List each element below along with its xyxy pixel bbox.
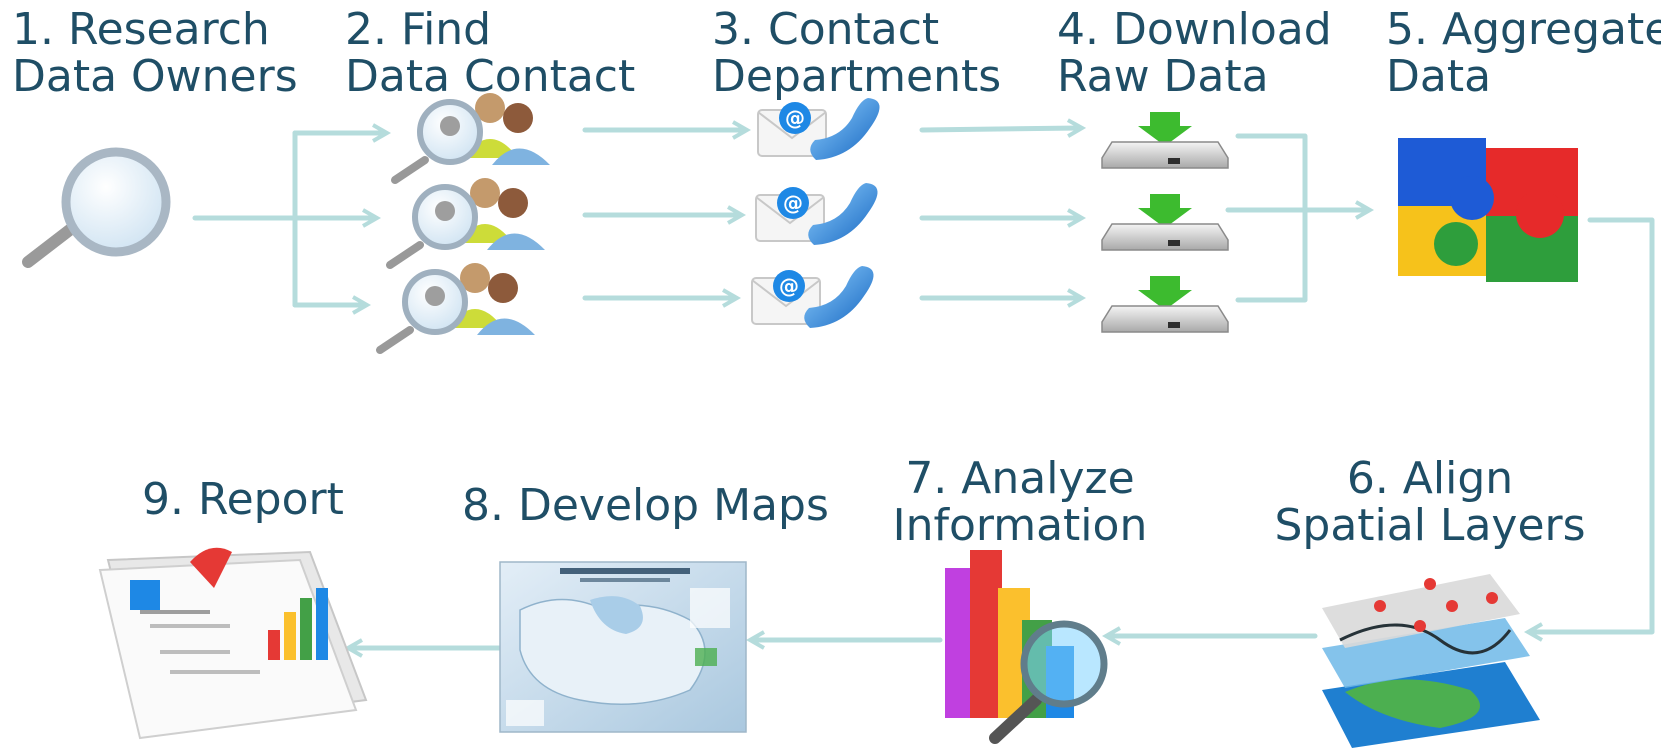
- report-document-icon: [98, 547, 368, 740]
- step-8-line-1: 8. Develop Maps: [462, 480, 829, 531]
- arrow-4-merge: [1235, 133, 1308, 303]
- step-2-line-1: 2. Find: [345, 4, 492, 55]
- arrow-5-to-6: [1523, 217, 1655, 642]
- step-3-line-1: 3. Contact: [712, 4, 940, 55]
- svg-text:@: @: [783, 191, 803, 215]
- map-layers-icon: [1322, 574, 1540, 748]
- svg-text:@: @: [779, 274, 799, 298]
- download-drive-icon: [1101, 112, 1229, 333]
- step-1-line-2: Data Owners: [12, 51, 298, 102]
- step-5-label: 5. Aggregate Data: [1386, 6, 1661, 100]
- puzzle-icon: [1398, 138, 1578, 282]
- step-9-label: 9. Report: [142, 476, 344, 523]
- people-search-icon: [376, 93, 550, 354]
- step-8-label: 8. Develop Maps: [462, 482, 829, 529]
- svg-text:@: @: [785, 106, 805, 130]
- step-4-line-2: Raw Data: [1057, 51, 1269, 102]
- step-4-label: 4. Download Raw Data: [1057, 6, 1332, 100]
- arrow-3-to-4a: [919, 118, 1087, 138]
- step-4-line-1: 4. Download: [1057, 4, 1332, 55]
- step-5-line-2: Data: [1386, 51, 1492, 102]
- step-1-line-1: 1. Research: [12, 4, 270, 55]
- step-3-label: 3. Contact Departments: [712, 6, 1001, 100]
- step-7-line-2: Information: [892, 500, 1148, 551]
- step-7-line-1: 7. Analyze: [905, 453, 1135, 504]
- magnifier-icon: [22, 147, 171, 268]
- step-7-label: 7. Analyze Information: [880, 455, 1160, 549]
- bar-chart-magnifier-icon: [945, 550, 1108, 744]
- step-5-line-1: 5. Aggregate: [1386, 4, 1661, 55]
- step-3-line-2: Departments: [712, 51, 1002, 102]
- email-phone-icon: @ @ @: [751, 98, 880, 328]
- step-6-line-2: Spatial Layers: [1274, 500, 1586, 551]
- step-2-label: 2. Find Data Contact: [345, 6, 635, 100]
- step-6-line-1: 6. Align: [1346, 453, 1514, 504]
- step-6-label: 6. Align Spatial Layers: [1270, 455, 1590, 549]
- step-1-label: 1. Research Data Owners: [12, 6, 298, 100]
- step-9-line-1: 9. Report: [142, 474, 344, 525]
- step-2-line-2: Data Contact: [345, 51, 636, 102]
- canada-map-thumbnail: [499, 561, 747, 733]
